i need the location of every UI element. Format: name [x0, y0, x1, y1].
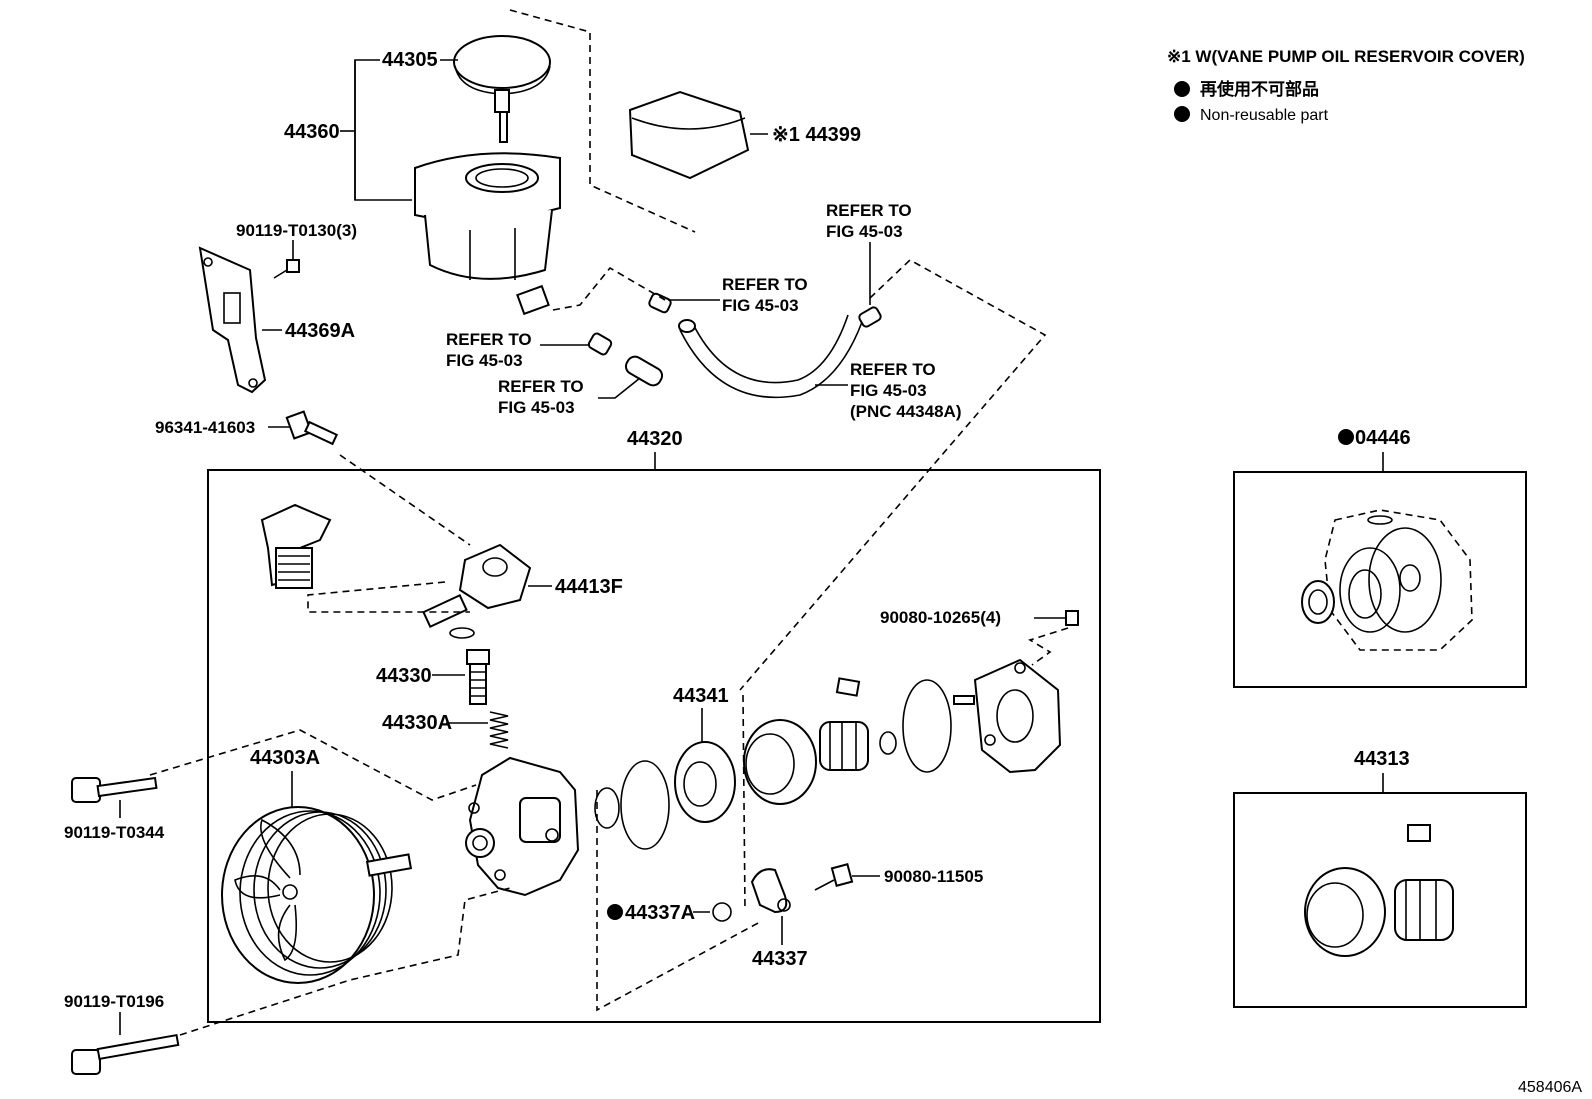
label-44330A: 44330A [382, 712, 452, 734]
cam-ring-part[interactable] [743, 719, 817, 805]
refer-pnc-label: (PNC 44348A) [850, 402, 962, 421]
pulley-part[interactable] [221, 806, 413, 984]
pump-assembly-box [207, 469, 1101, 1023]
refer-to-label: REFER TO [446, 330, 532, 349]
legend-note-1: ※1 W(VANE PUMP OIL RESERVOIR COVER) [1167, 47, 1525, 66]
reservoir-cover-part[interactable] [628, 90, 750, 180]
hose-clamp-part[interactable] [587, 292, 882, 356]
label-96341-41603: 96341-41603 [155, 418, 255, 437]
cam-kit-part[interactable] [1304, 824, 1454, 957]
union-fitting-part[interactable] [260, 503, 332, 589]
label-90080-11505: 90080-11505 [884, 867, 983, 886]
cover-bolt-part[interactable] [1065, 610, 1079, 626]
rotor-part[interactable] [819, 677, 869, 771]
bolt-long-part[interactable] [71, 776, 158, 803]
label-44337: 44337 [752, 948, 808, 970]
dashed-link [509, 9, 696, 233]
label-44341: 44341 [673, 685, 729, 707]
label-44303A: 44303A [250, 747, 320, 769]
label-44313: 44313 [1354, 748, 1410, 770]
side-plate-part[interactable] [674, 741, 736, 823]
bolt-small-part[interactable] [814, 863, 854, 891]
flow-control-valve-part[interactable] [466, 649, 490, 705]
label-44369A: 44369A [285, 320, 355, 342]
label-90119-T0344: 90119-T0344 [64, 823, 165, 842]
refer-fig-label: FIG 45-03 [826, 222, 903, 241]
figure-id: 458406A [1518, 1079, 1582, 1096]
label-44330: 44330 [376, 665, 432, 687]
refer-fig-label: FIG 45-03 [850, 381, 927, 400]
non-reusable-dot-icon [607, 904, 623, 920]
label-90080-10265: 90080-10265(4) [880, 608, 1001, 627]
refer-to-label: REFER TO [826, 201, 912, 220]
reservoir-tank-part[interactable] [414, 152, 561, 316]
o-ring-part[interactable] [449, 627, 475, 639]
label-90119-T0196: 90119-T0196 [64, 992, 164, 1011]
pressure-port-part[interactable] [422, 543, 532, 629]
legend-jp-label: 再使用不可部品 [1200, 79, 1319, 99]
label-44413F: 44413F [555, 576, 623, 598]
bolt-long-part[interactable] [71, 1033, 180, 1075]
bolt-small-part[interactable] [273, 259, 300, 279]
valve-spring-part[interactable] [489, 711, 509, 749]
label-44305: 44305 [382, 49, 438, 71]
o-ring-part[interactable] [712, 902, 732, 922]
bracket-part[interactable] [198, 246, 267, 394]
label-44360: 44360 [284, 121, 340, 143]
non-reusable-dot-icon [1338, 429, 1354, 445]
label-44337A: 44337A [625, 902, 695, 924]
legend-en-label: Non-reusable part [1200, 107, 1329, 124]
union-bolt-part[interactable] [285, 410, 339, 446]
rear-cover-part[interactable] [953, 658, 1062, 774]
refer-to-label: REFER TO [850, 360, 936, 379]
non-reusable-dot-icon [1174, 106, 1190, 122]
suction-port-part[interactable] [750, 868, 791, 914]
leader-44305 [354, 59, 412, 201]
label-44399: ※1 44399 [772, 124, 861, 146]
snap-ring-part[interactable] [879, 731, 897, 755]
non-reusable-dot-icon [1174, 81, 1190, 97]
reservoir-cap-part[interactable] [453, 35, 551, 143]
label-04446: 04446 [1355, 427, 1411, 449]
label-90119-T0130: 90119-T0130(3) [236, 221, 357, 240]
cam-kit-box [1233, 792, 1527, 1008]
refer-to-label: REFER TO [498, 377, 584, 396]
gasket-kit-part[interactable] [1301, 509, 1473, 651]
gasket-kit-box [1233, 471, 1527, 688]
refer-fig-label: FIG 45-03 [446, 351, 523, 370]
refer-to-label: REFER TO [722, 275, 808, 294]
o-ring-part[interactable] [620, 760, 670, 850]
dashed-link [739, 259, 1047, 691]
o-ring-part[interactable] [594, 787, 620, 829]
pump-body-part[interactable] [465, 756, 580, 897]
refer-fig-label: FIG 45-03 [722, 296, 799, 315]
refer-fig-label: FIG 45-03 [498, 398, 575, 417]
label-44320: 44320 [627, 428, 683, 450]
gasket-part[interactable] [902, 679, 952, 773]
